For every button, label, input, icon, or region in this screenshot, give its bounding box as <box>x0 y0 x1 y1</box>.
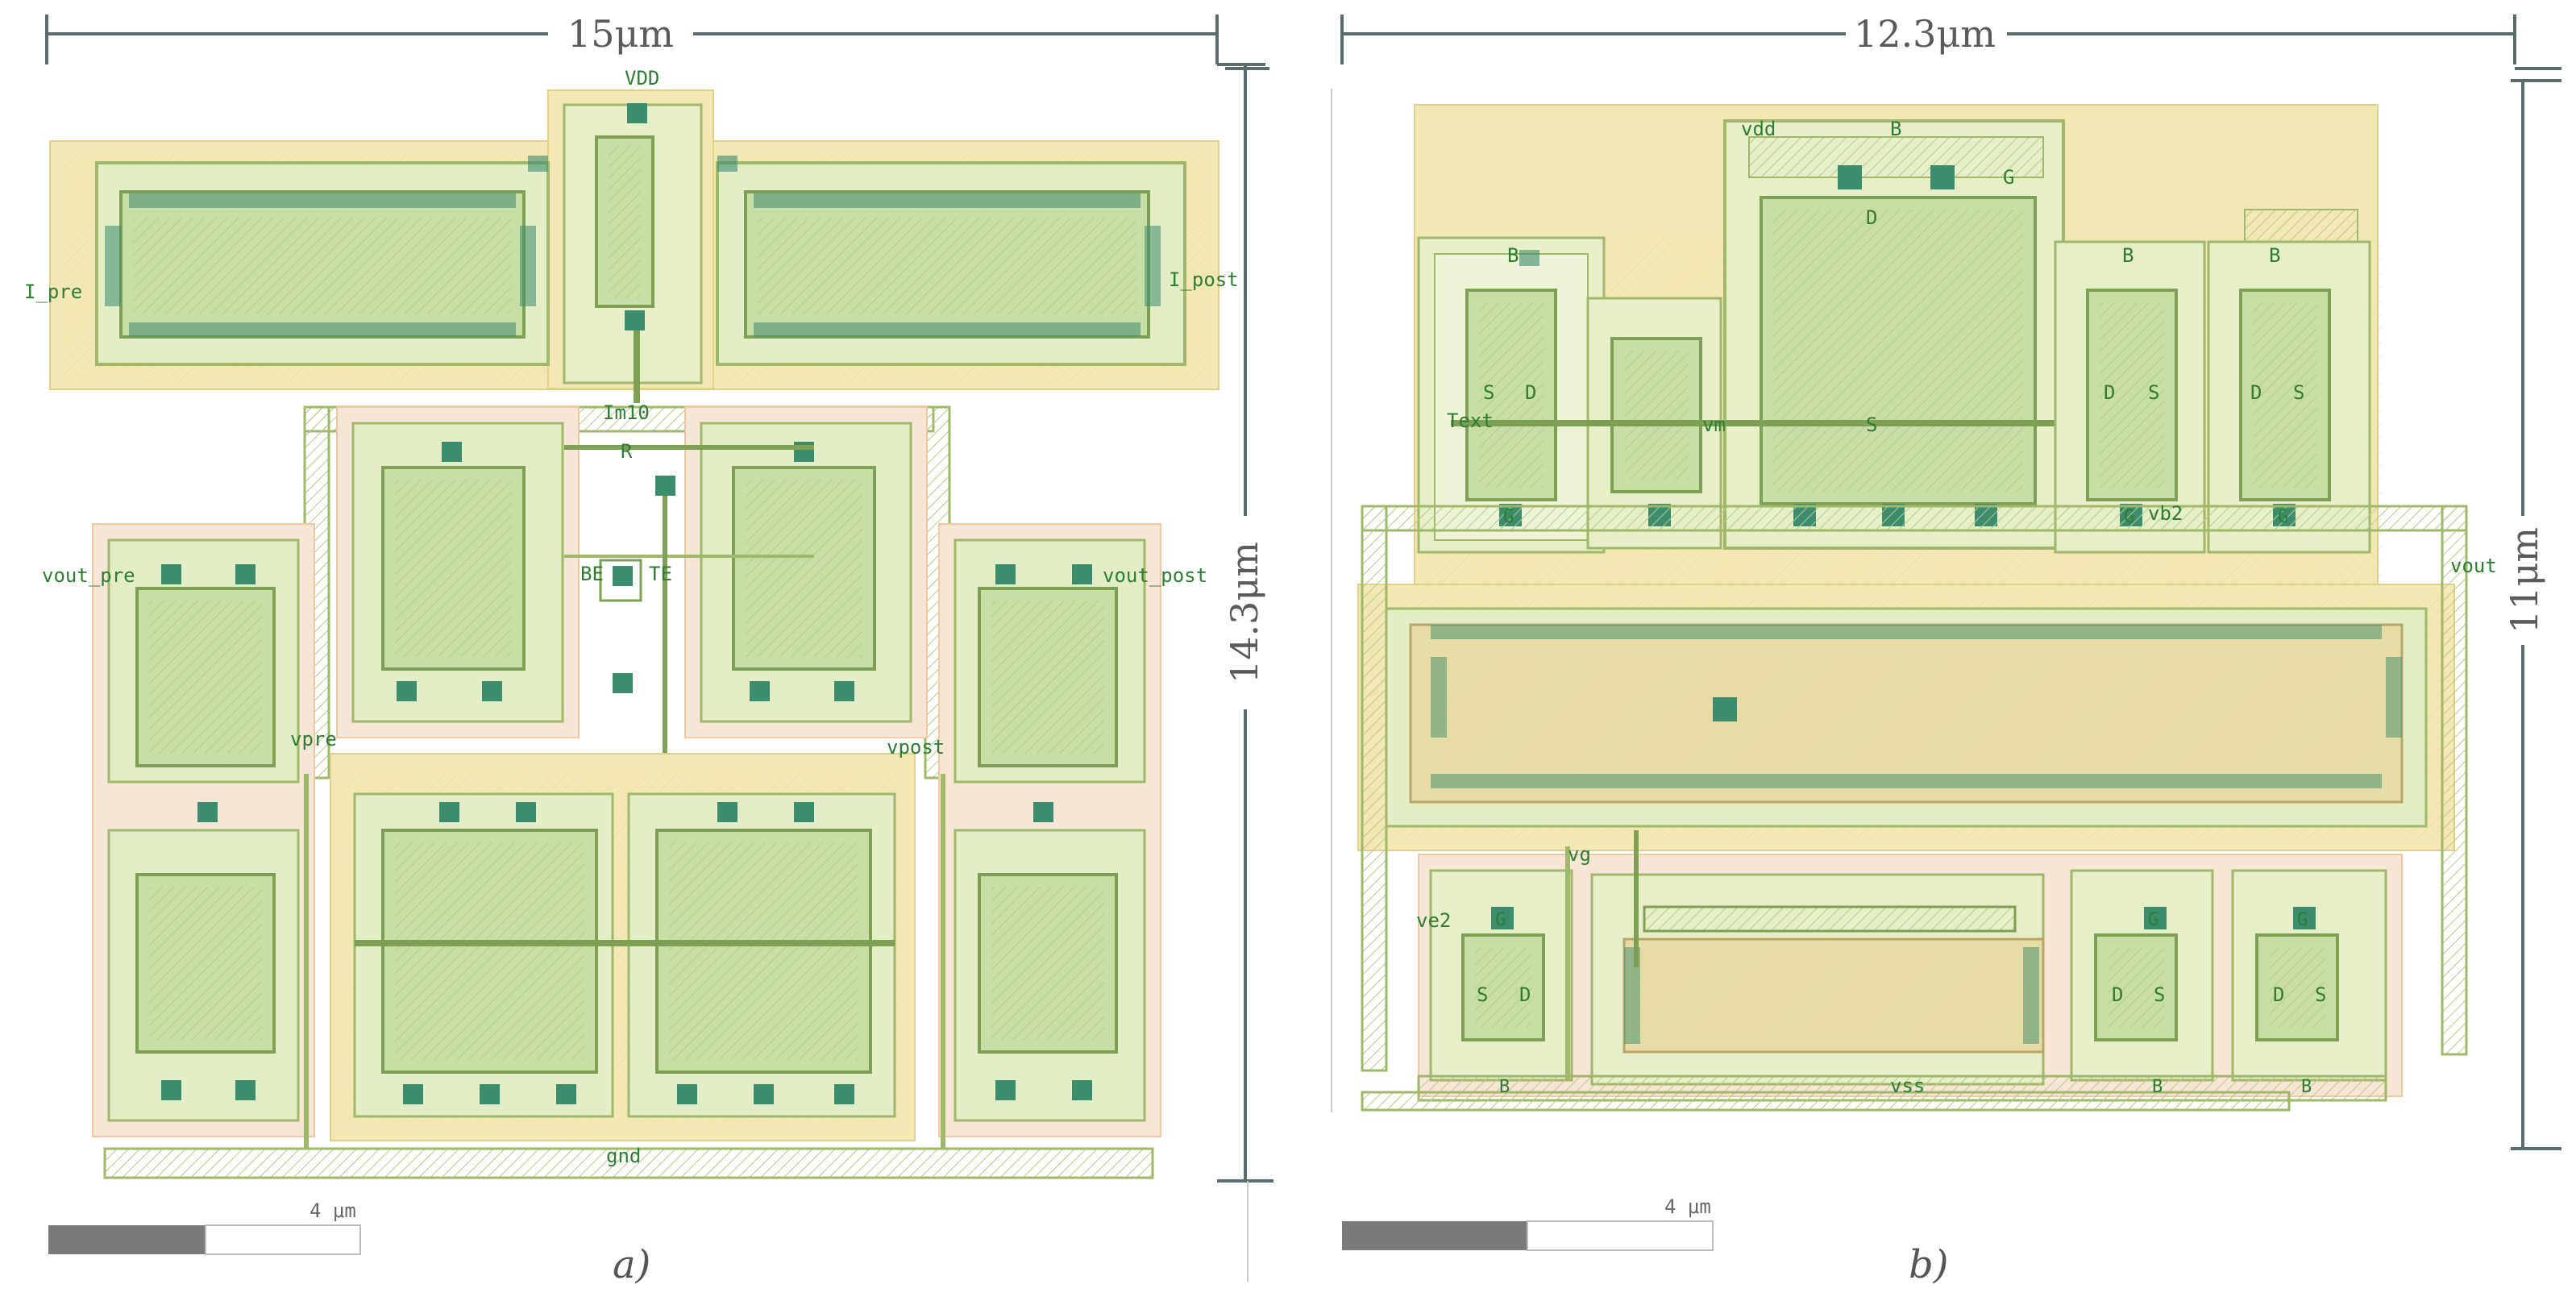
label-g-d4: G <box>2124 507 2134 527</box>
label-s-b3: S <box>2154 983 2165 1006</box>
label-vout-b: vout <box>2450 555 2497 577</box>
panel-a-scale-bar <box>48 1224 361 1255</box>
label-vb2: vb2 <box>2148 502 2183 525</box>
label-te: TE <box>649 563 672 585</box>
label-b-top: B <box>1890 118 1901 140</box>
label-b-bottom2: B <box>2152 1077 2163 1097</box>
label-g-b1: G <box>1495 910 1506 930</box>
label-text: Text <box>1447 409 1494 432</box>
label-s-d4: S <box>2148 381 2159 404</box>
label-d-b3: D <box>2112 983 2123 1006</box>
label-ve2: ve2 <box>1416 909 1451 932</box>
label-d-d4: D <box>2104 381 2115 404</box>
panel-b: 12.3μm 11μm <box>1331 12 2561 1287</box>
label-g-b3: G <box>2148 910 2158 930</box>
label-vg: vg <box>1568 843 1591 866</box>
label-s-d5: S <box>2293 381 2304 404</box>
label-b-d1: B <box>1507 244 1519 267</box>
label-g-b4: G <box>2297 910 2308 930</box>
label-s-center: S <box>1866 414 1877 436</box>
panel-a-caption: a) <box>613 1242 650 1287</box>
label-gnd: gnd <box>606 1145 641 1167</box>
label-b-bottom1: B <box>1499 1077 1510 1097</box>
label-b-bottom3: B <box>2301 1077 2312 1097</box>
label-s-b1: S <box>1477 983 1488 1006</box>
label-d-d1: D <box>1525 381 1536 404</box>
label-vpre: vpre <box>290 728 337 750</box>
label-b-d4: B <box>2122 244 2134 267</box>
label-vdd-b: vdd <box>1741 118 1776 140</box>
panel-b-scale-bar <box>1342 1220 1714 1251</box>
panel-b-caption: b) <box>1909 1242 1948 1287</box>
label-vpost: vpost <box>887 736 945 759</box>
label-d-b1: D <box>1519 983 1531 1006</box>
label-vdd-a: VDD <box>625 67 659 89</box>
panel-a-scale-label: 4 μm <box>310 1199 356 1222</box>
label-r: R <box>621 440 633 463</box>
label-b-d5: B <box>2269 244 2280 267</box>
label-d-b4: D <box>2273 983 2284 1006</box>
label-d-d5: D <box>2250 381 2262 404</box>
label-g-d1: G <box>1503 507 1514 527</box>
panel-b-width-dimension <box>1340 15 2561 70</box>
label-be: BE <box>580 563 604 585</box>
panel-a-height-label: 14.3μm <box>1223 542 1266 684</box>
label-im10: Im10 <box>603 401 650 424</box>
panel-a-height-dimension <box>1217 66 1273 1183</box>
panel-b-height-dimension <box>2511 79 2561 1150</box>
panel-b-height-label: 11μm <box>2503 527 2546 634</box>
label-vm: vm <box>1702 414 1726 436</box>
panel-a-width-label: 15μm <box>567 12 674 56</box>
label-s-d1: S <box>1483 381 1494 404</box>
label-i-pre: I_pre <box>24 281 82 303</box>
label-i-post: I_post <box>1169 268 1239 291</box>
panel-b-width-label: 12.3μm <box>1854 12 1996 56</box>
label-vout-post: vout_post <box>1103 564 1207 587</box>
label-vss: vss <box>1890 1075 1925 1097</box>
label-g-top: G <box>2003 166 2014 189</box>
panel-b-scale-label: 4 μm <box>1664 1195 1711 1218</box>
label-g-d5: G <box>2278 507 2288 527</box>
label-d-top: D <box>1866 206 1877 229</box>
panel-a: 15μm 14.3μm <box>24 12 1273 1287</box>
label-vout-pre: vout_pre <box>42 564 135 587</box>
panel-a-width-dimension <box>45 15 1265 66</box>
label-s-b4: S <box>2315 983 2326 1006</box>
